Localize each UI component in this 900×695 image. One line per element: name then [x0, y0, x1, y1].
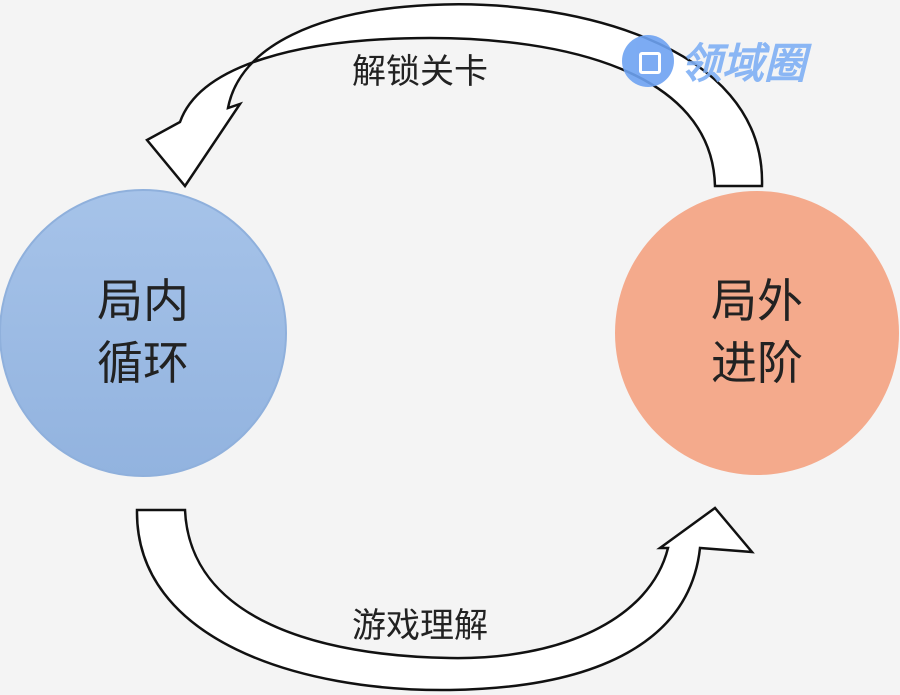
inner-loop-circle	[0, 189, 287, 477]
inner-loop-line2: 循环	[97, 336, 189, 390]
top-curved-arrow	[145, 3, 764, 189]
outer-progress-circle	[615, 191, 899, 475]
outer-progress-label: 局外 进阶	[657, 270, 857, 394]
outer-progress-line2: 进阶	[711, 336, 803, 390]
top-edge-label: 解锁关卡	[352, 52, 488, 92]
outer-progress-line1: 局外	[711, 274, 803, 328]
inner-loop-label: 局内 循环	[43, 270, 243, 394]
bottom-edge-label: 游戏理解	[352, 606, 488, 646]
watermark-text: 领域圈	[680, 39, 807, 88]
inner-loop-line1: 局内	[97, 274, 189, 328]
watermark-icon	[622, 34, 674, 87]
bottom-curved-arrow	[135, 506, 755, 692]
watermark-logo: 领域圈	[622, 30, 806, 91]
